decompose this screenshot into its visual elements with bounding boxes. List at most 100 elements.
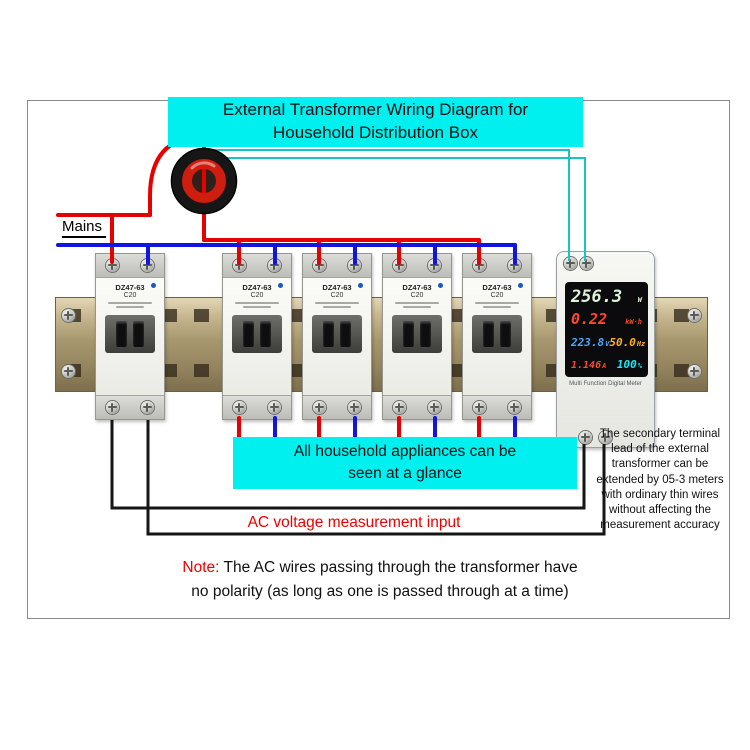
rail-screw xyxy=(62,365,75,378)
appliances-line-1: All household appliances can be xyxy=(293,443,517,461)
terminal-screw xyxy=(393,401,406,414)
terminal-screw xyxy=(268,259,281,272)
terminal-screw xyxy=(106,401,119,414)
breaker-bottom-terminals xyxy=(223,395,291,419)
breaker-rating: C20 xyxy=(330,292,344,299)
toggle-recess xyxy=(312,315,362,354)
breaker-bottom-terminals xyxy=(96,395,164,419)
breaker-face: DZ47-63 C20 xyxy=(96,278,164,395)
fine-print-line xyxy=(315,302,359,305)
breaker-rating: C20 xyxy=(490,292,504,299)
fine-print-line xyxy=(235,302,279,305)
title-line-1: External Transformer Wiring Diagram for xyxy=(222,100,529,120)
breaker-rating: C20 xyxy=(410,292,424,299)
terminal-screw xyxy=(393,259,406,272)
brand-dot xyxy=(518,283,523,288)
display-pf-value: 100 xyxy=(616,358,637,371)
breaker-model: DZ47-63 xyxy=(482,283,512,292)
display-power-value: 256.3 xyxy=(571,287,623,307)
brand-dot xyxy=(278,283,283,288)
terminal-screw xyxy=(428,401,441,414)
toggle-recess xyxy=(232,315,282,354)
display-frequency-value: 50.0 xyxy=(609,336,636,349)
breaker-bottom-terminals xyxy=(383,395,451,419)
fine-print-line xyxy=(108,302,152,305)
title-banner: External Transformer Wiring Diagram for … xyxy=(168,97,583,147)
meter-brand-text: Multi Function Digital Meter xyxy=(569,381,642,387)
breaker-face: DZ47-63 C20 xyxy=(463,278,531,395)
circuit-breaker-3: DZ47-63 C20 xyxy=(302,253,372,420)
terminal-screw xyxy=(473,259,486,272)
breaker-model: DZ47-63 xyxy=(115,283,145,292)
circuit-breaker-1: DZ47-63 C20 xyxy=(95,253,165,420)
breaker-rating: C20 xyxy=(250,292,264,299)
display-pf-unit: % xyxy=(637,362,642,370)
breaker-bottom-terminals xyxy=(303,395,371,419)
display-current-unit: A xyxy=(602,362,607,370)
terminal-screw xyxy=(106,259,119,272)
breaker-face: DZ47-63 C20 xyxy=(223,278,291,395)
breaker-face: DZ47-63 C20 xyxy=(383,278,451,395)
breaker-toggle-handle xyxy=(116,321,127,348)
breaker-top-terminals xyxy=(223,254,291,278)
breaker-toggle-handle xyxy=(403,321,414,348)
digital-energy-meter: 256.3 W 0.22 kW·h 223.8V 50.0Hz 1.146A xyxy=(556,251,655,448)
brand-dot xyxy=(438,283,443,288)
breaker-toggle-handle xyxy=(260,321,271,348)
display-power-unit: W xyxy=(637,296,642,304)
fine-print-line xyxy=(395,302,439,305)
terminal-screw xyxy=(141,259,154,272)
breaker-top-terminals xyxy=(463,254,531,278)
fine-print-line xyxy=(323,306,351,309)
breaker-toggle-handle xyxy=(340,321,351,348)
breaker-rating: C20 xyxy=(123,292,137,299)
fine-print-line xyxy=(475,302,519,305)
display-voltage-unit: V xyxy=(605,340,610,348)
terminal-screw xyxy=(313,259,326,272)
breaker-model: DZ47-63 xyxy=(322,283,352,292)
toggle-recess xyxy=(105,315,155,354)
rail-screw xyxy=(688,309,701,322)
terminal-screw xyxy=(233,401,246,414)
breaker-top-terminals xyxy=(303,254,371,278)
terminal-screw xyxy=(508,259,521,272)
breaker-top-terminals xyxy=(383,254,451,278)
breaker-face: DZ47-63 C20 xyxy=(303,278,371,395)
terminal-screw xyxy=(508,401,521,414)
appliances-callout: All household appliances can be seen at … xyxy=(233,437,577,489)
terminal-screw xyxy=(473,401,486,414)
note-line-1: The AC wires passing through the transfo… xyxy=(219,559,578,576)
terminal-screw xyxy=(348,401,361,414)
breaker-toggle-handle xyxy=(243,321,254,348)
terminal-screw xyxy=(233,259,246,272)
mains-label: Mains xyxy=(62,218,107,238)
display-current-value: 1.146 xyxy=(571,360,602,371)
breaker-top-terminals xyxy=(96,254,164,278)
fine-print-line xyxy=(243,306,271,309)
circuit-breaker-5: DZ47-63 C20 xyxy=(462,253,532,420)
breaker-bottom-terminals xyxy=(463,395,531,419)
fine-print-line xyxy=(403,306,431,309)
terminal-screw xyxy=(313,401,326,414)
display-voltage-value: 223.8 xyxy=(571,336,605,349)
meter-display: 256.3 W 0.22 kW·h 223.8V 50.0Hz 1.146A xyxy=(565,282,648,377)
meter-voltage-terminal-screw xyxy=(579,431,592,444)
note-text: Note: The AC wires passing through the t… xyxy=(60,556,700,604)
display-energy-value: 0.22 xyxy=(571,310,608,328)
terminal-screw xyxy=(268,401,281,414)
meter-secondary-terminal-screw xyxy=(564,257,577,270)
breaker-toggle-handle xyxy=(133,321,144,348)
rail-screw xyxy=(62,309,75,322)
meter-secondary-terminal-screw xyxy=(580,257,593,270)
breaker-model: DZ47-63 xyxy=(402,283,432,292)
fine-print-line xyxy=(116,306,144,309)
circuit-breaker-2: DZ47-63 C20 xyxy=(222,253,292,420)
toggle-recess xyxy=(472,315,522,354)
brand-dot xyxy=(358,283,363,288)
appliances-line-2: seen at a glance xyxy=(348,465,462,482)
toggle-recess xyxy=(392,315,442,354)
rail-screw xyxy=(688,365,701,378)
breaker-toggle-handle xyxy=(483,321,494,348)
circuit-breaker-4: DZ47-63 C20 xyxy=(382,253,452,420)
